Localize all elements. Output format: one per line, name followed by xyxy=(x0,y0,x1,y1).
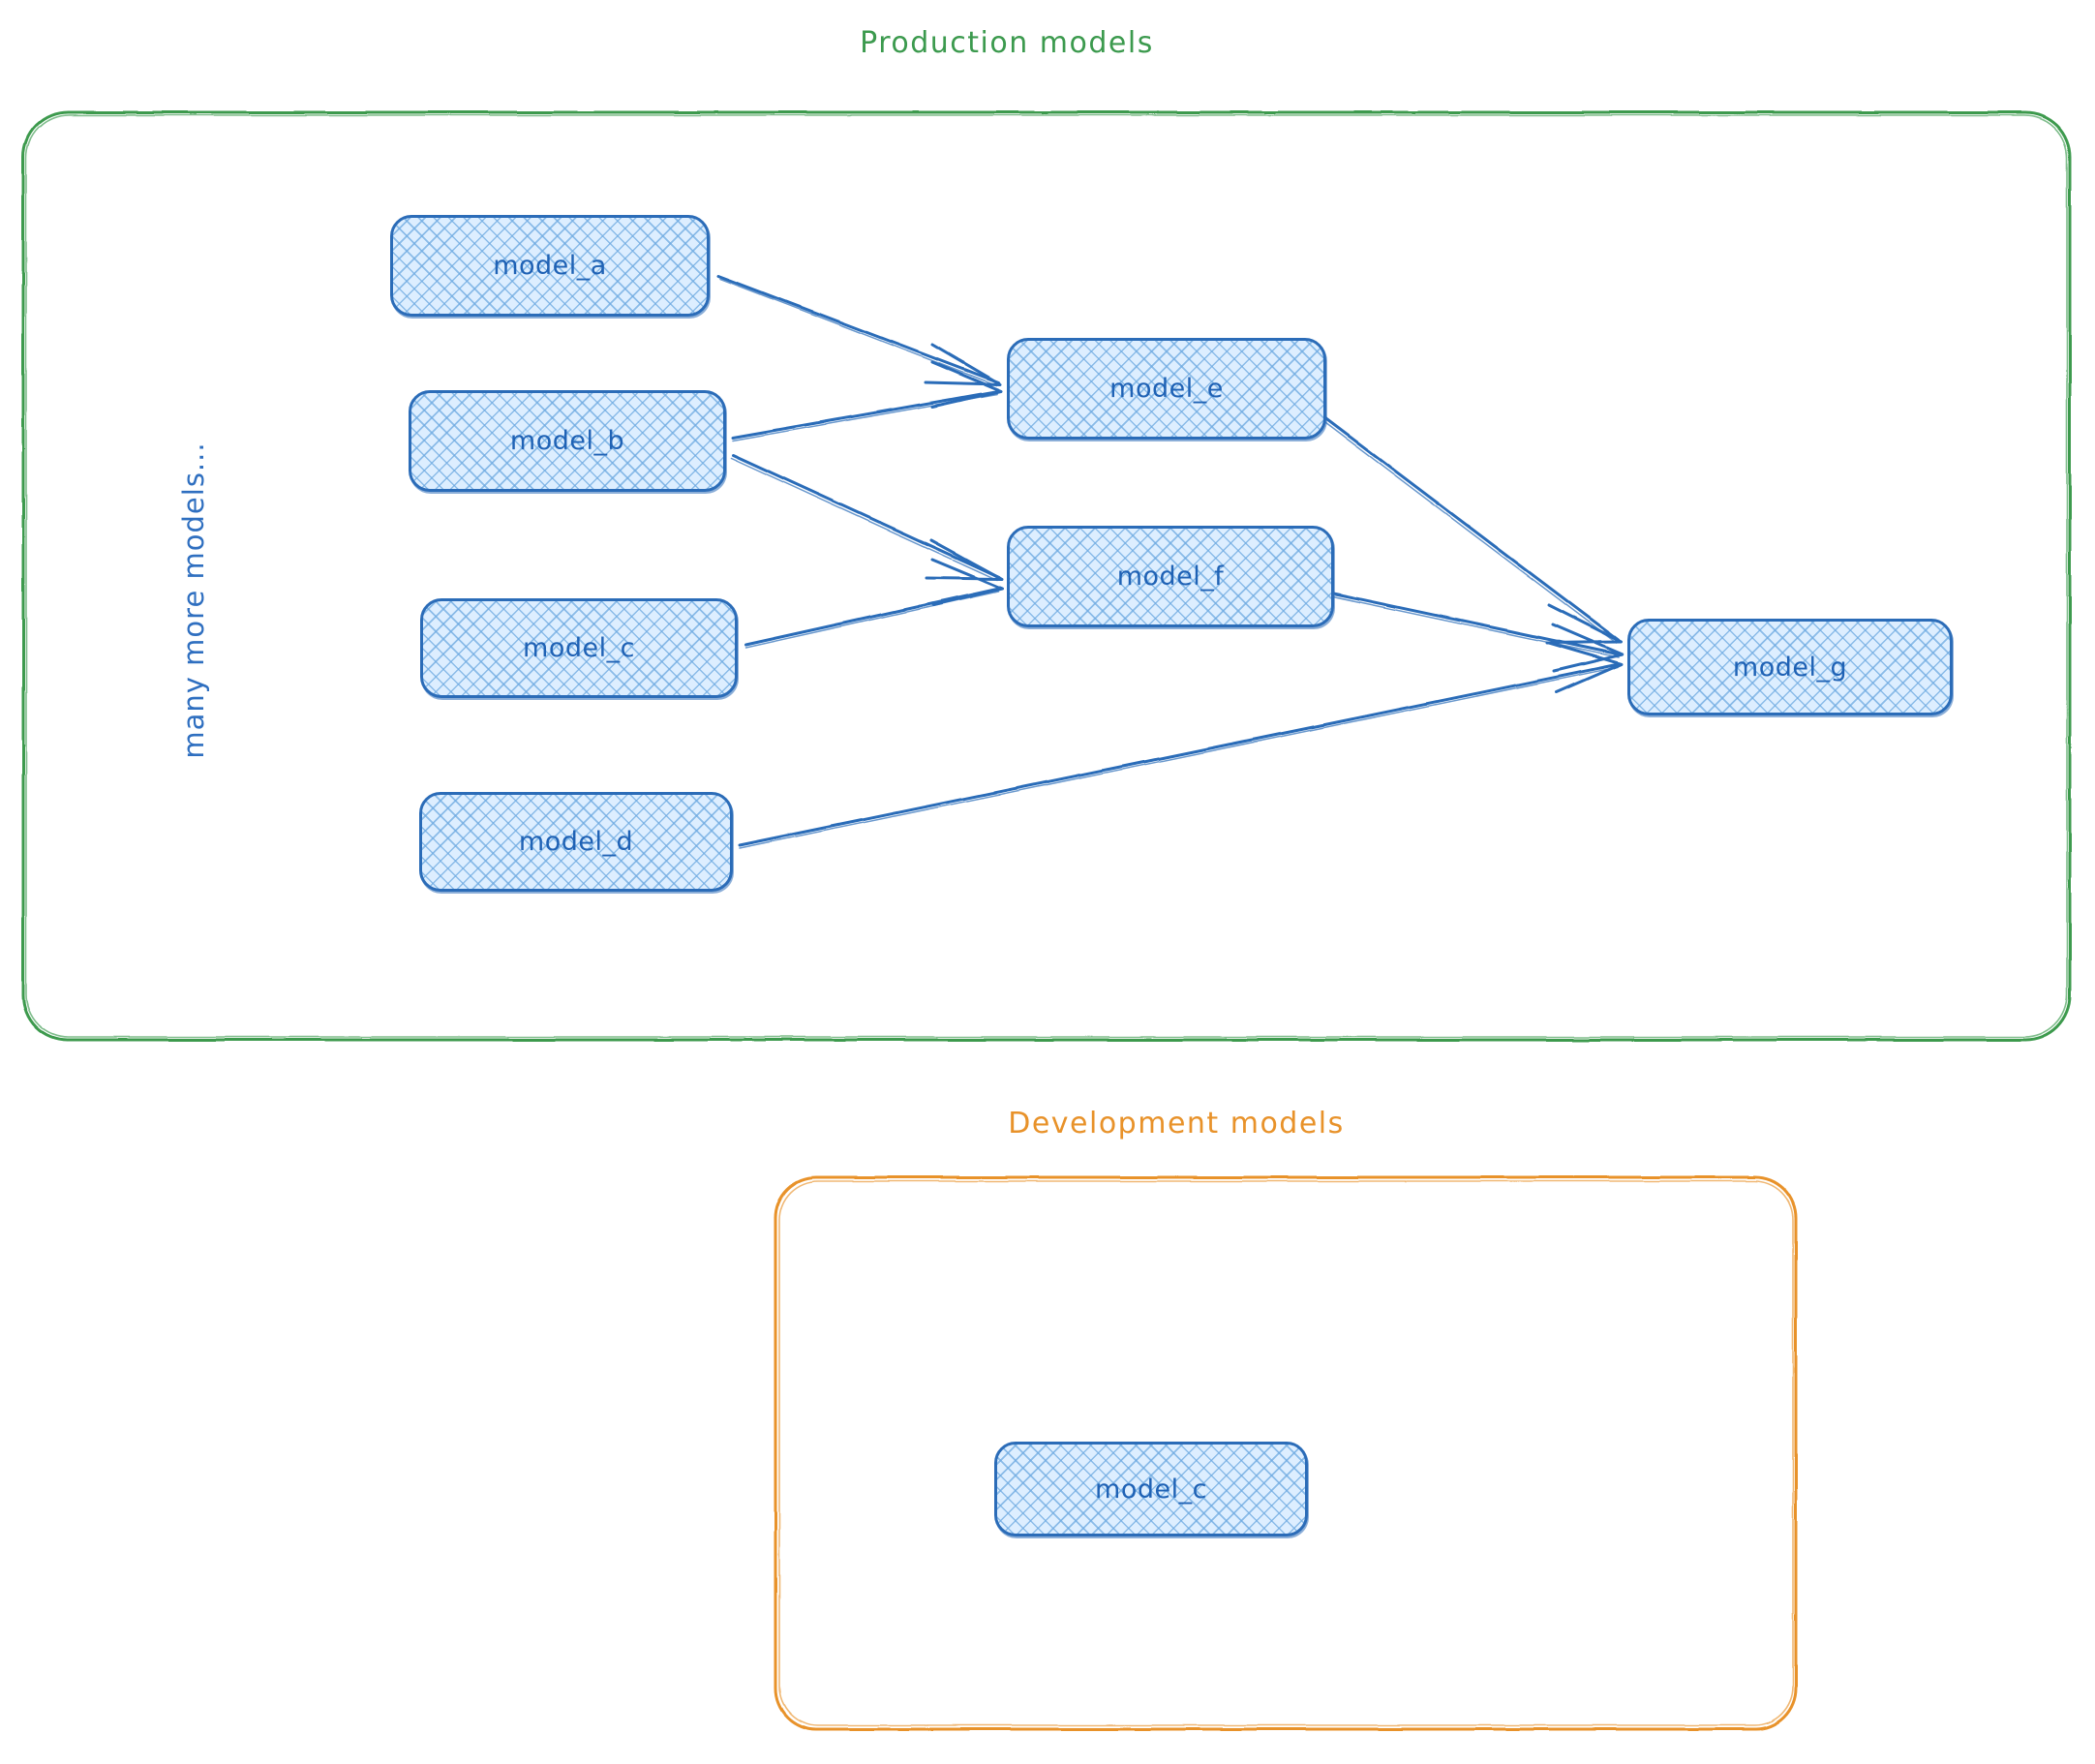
node-label: model_c xyxy=(523,633,635,663)
edge-model-b-to-model-e xyxy=(731,360,1003,441)
node-label: model_a xyxy=(493,251,607,281)
node-label: model_g xyxy=(1732,652,1848,683)
edge-model-a-to-model-e xyxy=(716,274,1002,386)
node-model-d[interactable]: model_d xyxy=(419,792,733,892)
node-label: model_f xyxy=(1116,562,1225,592)
edge-model-c-to-model-f xyxy=(744,558,1004,649)
node-model-c-dev[interactable]: model_c xyxy=(994,1442,1308,1536)
production-group-container xyxy=(21,110,2072,1042)
edge-model-b-to-model-f xyxy=(730,453,1004,581)
node-label: model_d xyxy=(518,827,634,857)
node-model-b[interactable]: model_b xyxy=(409,390,726,492)
node-label: model_e xyxy=(1109,374,1224,404)
node-model-e[interactable]: model_e xyxy=(1007,338,1326,440)
node-model-a[interactable]: model_a xyxy=(390,215,710,317)
development-group-container xyxy=(774,1175,1798,1731)
development-group-title: Development models xyxy=(1008,1107,1345,1141)
edge-model-d-to-model-g xyxy=(738,641,1624,849)
edge-model-f-to-model-g xyxy=(1331,592,1624,673)
edge-model-e-to-model-g xyxy=(1322,416,1624,645)
edge-layer xyxy=(716,274,1624,849)
node-label: model_b xyxy=(509,426,625,456)
many-more-models-note: many more models... xyxy=(177,441,210,759)
node-model-f[interactable]: model_f xyxy=(1007,526,1334,627)
production-group-title: Production models xyxy=(860,26,1154,60)
node-model-c[interactable]: model_c xyxy=(420,598,738,698)
node-model-g[interactable]: model_g xyxy=(1627,619,1953,715)
node-label: model_c xyxy=(1095,1474,1207,1505)
